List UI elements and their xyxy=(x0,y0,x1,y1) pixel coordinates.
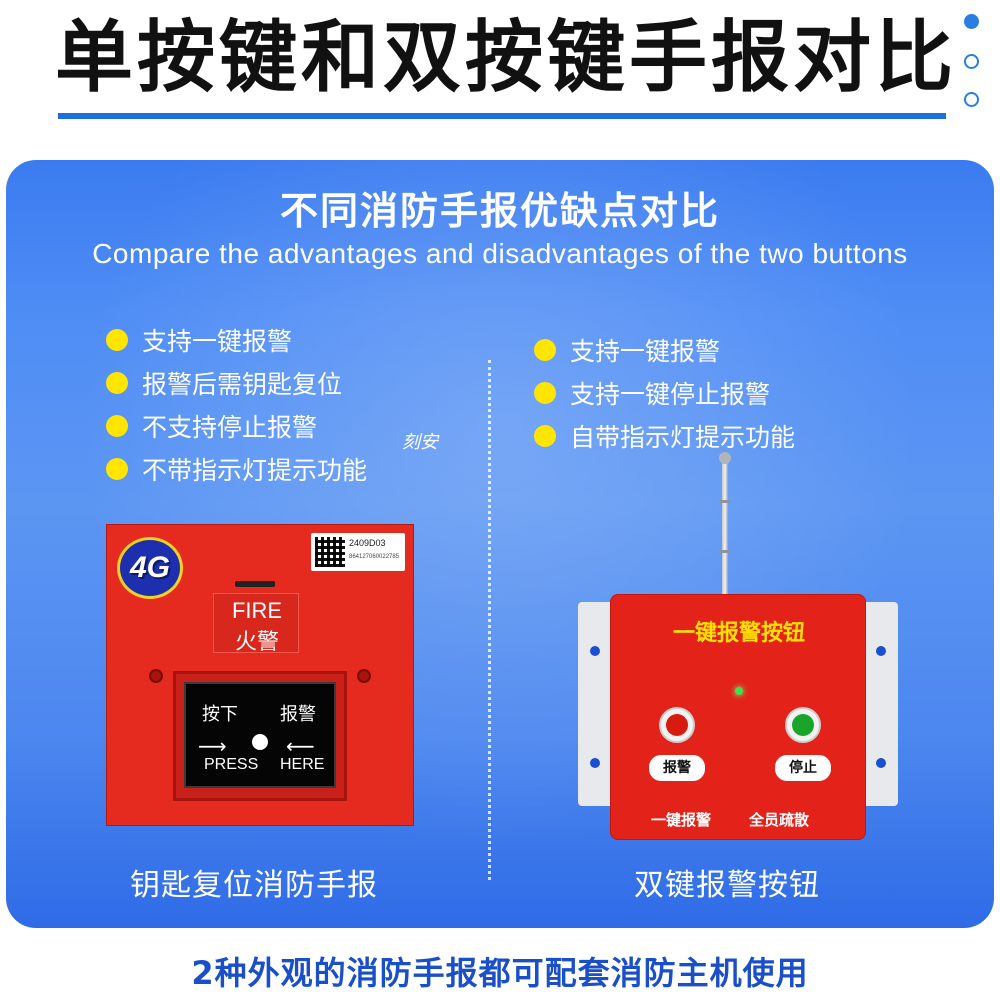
panel-subtitle: Compare the advantages and disadvantages… xyxy=(92,238,908,269)
alarm-button[interactable] xyxy=(659,707,695,743)
device-caption-left: 一键报警 xyxy=(651,811,712,829)
serial-number: 2409D03 xyxy=(349,538,386,548)
press-panel: 按下 报警 ⟶ ⟵ PRESS HERE xyxy=(173,671,347,801)
indicator-led-icon xyxy=(735,687,743,695)
title-underline xyxy=(58,113,946,119)
bullet-icon xyxy=(106,328,128,351)
list-item: 不支持停止报警 xyxy=(106,404,367,447)
press-point-icon xyxy=(252,734,268,750)
watermark: 刻安 xyxy=(402,432,438,453)
right-feature-list: 支持一键报警 支持一键停止报警 自带指示灯提示功能 xyxy=(534,328,795,457)
screw-icon xyxy=(149,669,163,683)
qr-label: 2409D03 864127060022785 xyxy=(311,533,405,571)
pagination-dot-active[interactable] xyxy=(964,14,979,29)
left-feature-list: 支持一键报警 报警后需钥匙复位 不支持停止报警 不带指示灯提示功能 xyxy=(106,318,367,490)
qr-code-icon xyxy=(315,537,345,567)
device-title: 一键报警按钮 xyxy=(672,621,805,646)
dual-key-alarm-device-image: 一键报警按钮 报警 停止 一键报警 全员疏散 xyxy=(610,594,866,840)
list-item: 自带指示灯提示功能 xyxy=(534,414,795,457)
footer-text: 2种外观的消防手报都可配套消防主机使用 xyxy=(191,954,809,992)
list-item: 支持一键停止报警 xyxy=(534,371,795,414)
bullet-icon xyxy=(106,414,128,437)
left-product-caption: 钥匙复位消防手报 xyxy=(130,868,378,903)
device-caption-right: 全员疏散 xyxy=(749,811,810,829)
key-reset-call-point-image: 4G 2409D03 864127060022785 FIRE 火警 按下 报警… xyxy=(106,524,414,826)
list-item: 支持一键报警 xyxy=(106,318,367,361)
4g-badge-icon: 4G xyxy=(117,537,183,599)
bullet-icon xyxy=(534,424,556,447)
pagination-dots xyxy=(962,12,984,112)
bullet-icon xyxy=(106,457,128,480)
list-item: 支持一键报警 xyxy=(534,328,795,371)
list-item: 不带指示灯提示功能 xyxy=(106,447,367,490)
screw-icon xyxy=(357,669,371,683)
arrow-left-icon: ⟵ xyxy=(286,734,315,758)
press-glass: 按下 报警 ⟶ ⟵ PRESS HERE xyxy=(184,682,336,788)
serial-number-small: 864127060022785 xyxy=(349,554,400,560)
bullet-icon xyxy=(106,371,128,394)
pagination-dot[interactable] xyxy=(964,92,979,107)
pagination-dot[interactable] xyxy=(964,54,979,69)
stop-button-label: 停止 xyxy=(775,755,831,781)
list-item: 报警后需钥匙复位 xyxy=(106,361,367,404)
alarm-button-label: 报警 xyxy=(649,755,705,781)
arrow-right-icon: ⟶ xyxy=(198,734,227,758)
stop-button[interactable] xyxy=(785,707,821,743)
bullet-icon xyxy=(534,338,556,361)
key-slot xyxy=(235,581,275,587)
panel-title: 不同消防手报优缺点对比 xyxy=(279,189,720,233)
comparison-panel: 不同消防手报优缺点对比 Compare the advantages and d… xyxy=(6,160,994,928)
page-title: 单按键和双按键手报对比 xyxy=(55,13,958,103)
antenna xyxy=(722,458,728,598)
right-product-caption: 双键报警按钮 xyxy=(634,868,820,903)
bullet-icon xyxy=(534,381,556,404)
fire-window: FIRE 火警 xyxy=(213,593,299,655)
column-divider xyxy=(488,360,491,880)
